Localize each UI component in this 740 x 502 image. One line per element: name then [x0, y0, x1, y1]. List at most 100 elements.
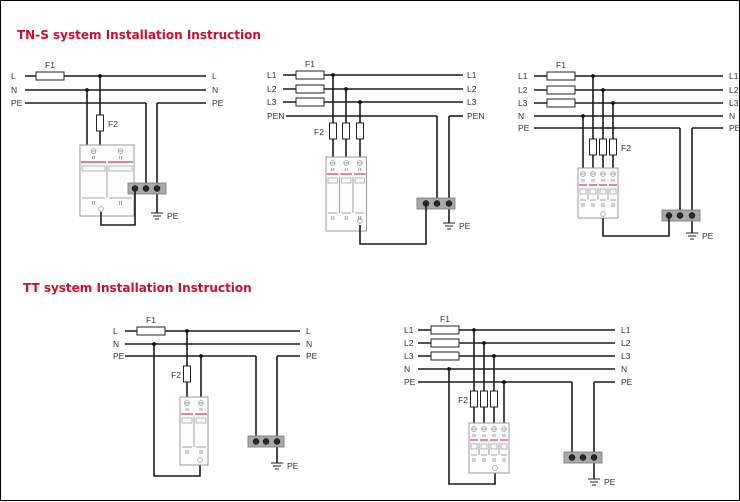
ground-label: PE [702, 231, 714, 241]
spd-window [490, 443, 498, 450]
spd-window [599, 188, 607, 195]
fuse-f2-label: F2 [108, 119, 118, 129]
bus-label-left: L2 [518, 85, 528, 95]
bus-label-right: N [729, 111, 735, 121]
fuse-f2-icon [609, 138, 617, 156]
junction-dot [199, 354, 203, 358]
bus-label-left: L [113, 326, 118, 336]
terminal-screw-icon [676, 212, 684, 219]
terminal-screw-icon [262, 438, 270, 445]
fuse-f2-label: F2 [314, 127, 324, 137]
terminal-screw-icon [688, 212, 696, 219]
bus-label-right: L3 [621, 351, 631, 361]
bus-label-left: N [518, 111, 524, 121]
bus-label-left: L1 [404, 325, 414, 335]
junction-dot [85, 88, 89, 92]
drop-wire [153, 344, 201, 477]
terminal-screw-icon [445, 200, 453, 207]
junction-dot [447, 367, 451, 371]
bus-label-right: L [306, 326, 311, 336]
junction-dot [581, 114, 585, 118]
tns-section-title: TN-S system Installation Instruction [17, 28, 261, 42]
bus-label-left: PE [404, 377, 416, 387]
fuse-f2-icon [589, 138, 597, 156]
fuse-f1-icon [295, 70, 325, 80]
ground-label: PE [459, 221, 471, 231]
spd-window [480, 443, 488, 450]
spd-window [354, 177, 365, 184]
terminal-screw-icon [142, 185, 150, 192]
fuse-f1-icon [546, 71, 576, 81]
bus-label-right: L1 [467, 70, 477, 80]
spd-window [609, 188, 617, 195]
spd-window [341, 177, 352, 184]
fuse-f1-label: F1 [556, 60, 566, 70]
junction-dot [502, 380, 506, 384]
bus-label-right: PE [212, 98, 224, 108]
ground-label: PE [167, 211, 179, 221]
bus-label-right: L2 [729, 85, 739, 95]
spd-window [181, 417, 193, 424]
bus-label-left: L1 [267, 70, 277, 80]
fuse-f2-icon [490, 390, 498, 408]
spd-earth-screw-icon [98, 206, 104, 212]
fuse-f1-icon [136, 326, 166, 336]
fuse-f2-icon [329, 122, 337, 140]
bus-label-right: L [212, 71, 217, 81]
earth-wire [100, 191, 136, 226]
bus-label-left: L2 [404, 338, 414, 348]
bus-label-right: PE [306, 351, 318, 361]
bus-label-left: L3 [404, 351, 414, 361]
bus-label-left: L [11, 71, 16, 81]
fuse-f1-icon [295, 97, 325, 107]
bus-label-left: PE [113, 351, 125, 361]
bus-label-left: PE [11, 98, 23, 108]
bus-label-right: PE [729, 123, 740, 133]
fuse-f2-icon [342, 122, 350, 140]
bus-label-right: N [621, 364, 627, 374]
bus-label-right: L3 [729, 98, 739, 108]
fuse-f2-icon [183, 365, 191, 383]
terminal-screw-icon [579, 454, 587, 461]
ground-label: PE [604, 477, 616, 487]
fuse-f1-icon [430, 338, 460, 348]
spd-window [108, 165, 133, 172]
bus-label-right: L1 [621, 325, 631, 335]
fuse-f1-label: F1 [440, 314, 450, 324]
junction-dot [358, 100, 362, 104]
terminal-screw-icon [131, 185, 139, 192]
spd-window [195, 417, 207, 424]
bus-label-left: L1 [518, 71, 528, 81]
spd-module [179, 396, 209, 466]
bus-label-right: L2 [467, 84, 477, 94]
bus-label-left: L3 [518, 98, 528, 108]
bus-label-right: L1 [729, 71, 739, 81]
spd-earth-screw-icon [357, 218, 363, 224]
bus-label-left: N [113, 339, 119, 349]
spd-window [500, 443, 508, 450]
bus-label-right: PEN [467, 111, 484, 121]
spd-earth-screw-icon [600, 211, 606, 217]
terminal-screw-icon [273, 438, 281, 445]
fuse-f2-icon [96, 114, 104, 132]
bus-label-left: N [11, 85, 17, 95]
terminal-screw-icon [153, 185, 161, 192]
junction-dot [331, 73, 335, 77]
fuse-f1-label: F1 [146, 315, 156, 325]
fuse-f1-icon [546, 85, 576, 95]
spd-window [589, 188, 597, 195]
junction-dot [472, 328, 476, 332]
junction-dot [98, 74, 102, 78]
fuse-f2-icon [356, 122, 364, 140]
spd-window [327, 177, 338, 184]
fuse-f1-icon [35, 71, 65, 81]
spd-module [577, 167, 619, 219]
fuse-f1-label: F1 [45, 60, 55, 70]
bus-label-left: N [404, 364, 410, 374]
fuse-f1-icon [430, 351, 460, 361]
spd-window [579, 188, 587, 195]
